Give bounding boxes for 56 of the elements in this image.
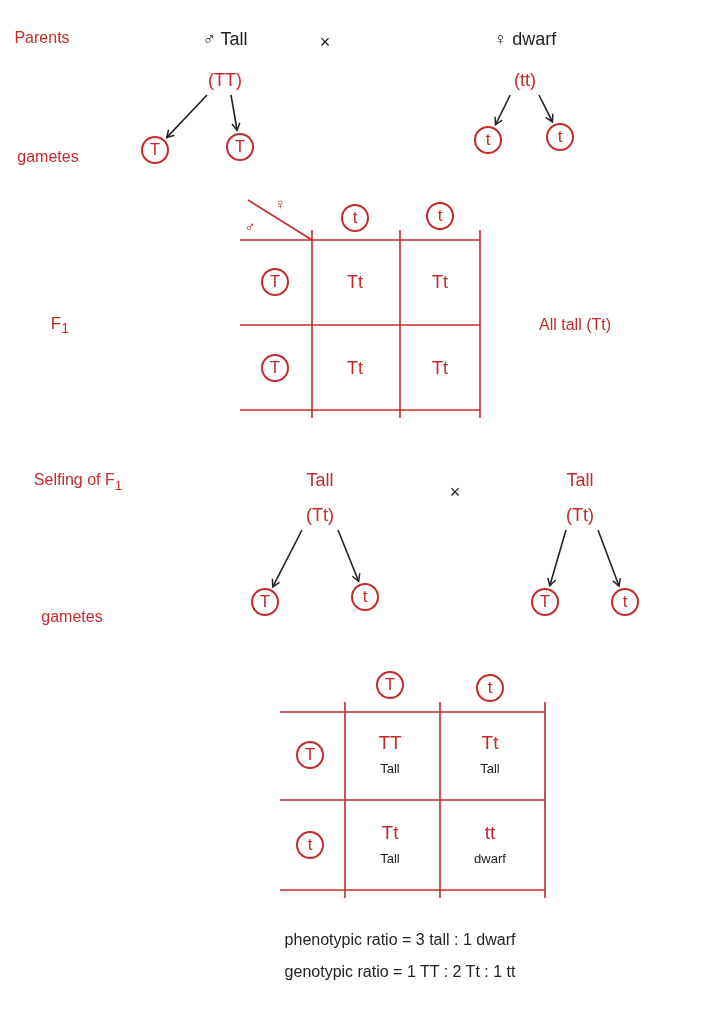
ratio-text: phenotypic ratio = 3 tall : 1 dwarf [284,931,516,949]
genotype-text: Tt [432,357,448,379]
allele-circle: t [296,831,324,859]
allele-circle: T [251,588,279,616]
genotype-text: Tt [481,732,499,754]
allele-circle: t [611,588,639,616]
ratio-text: genotypic ratio = 1 TT : 2 Tt : 1 tt [284,963,516,981]
allele-circle: T [261,268,289,296]
arrow [538,94,554,123]
arrow [547,529,567,587]
genotype-text: tt [484,822,496,844]
allele-circle: T [226,133,254,161]
row-heading: Parents [14,29,70,47]
phenotype-text: Tall [480,760,500,776]
allele-circle: T [296,741,324,769]
genotype-text: (Tt) [566,505,594,526]
phenotype-text: Tall [306,470,334,491]
genotype-text: Tt [347,271,363,293]
arrow [230,94,241,132]
sex-symbol: ♂ [244,217,256,235]
row-heading: gametes [41,608,103,626]
allele-circle: t [426,202,454,230]
genotype-text: (Tt) [306,505,334,526]
arrow [337,529,361,583]
phenotype-text: dwarf [474,850,506,866]
allele-circle: T [141,136,169,164]
row-heading: gametes [17,148,79,166]
phenotype-text: ♂ Tall [202,29,248,50]
allele-circle: T [531,588,559,616]
allele-circle: t [341,204,369,232]
allele-circle: t [474,126,502,154]
allele-circle: T [261,354,289,382]
genotype-text: (TT) [208,70,242,91]
arrow [271,529,303,588]
allele-circle: t [351,583,379,611]
arrow [165,94,208,139]
sex-symbol: ♀ [274,194,286,212]
genotype-text: Tt [432,271,448,293]
cross-sign: × [319,31,331,53]
genotype-text: Tt [347,357,363,379]
genotype-text: TT [378,732,402,754]
phenotype-text: Tall [380,760,400,776]
arrow [597,529,622,587]
row-heading: Selfing of F$_{1}$ [33,471,123,493]
phenotype-text: Tall [380,850,400,866]
genotype-text: (tt) [514,70,536,91]
generation-label: F$_{1}$ [50,313,70,337]
allele-circle: t [546,123,574,151]
result-note: All tall (Tt) [539,316,611,334]
genotype-text: Tt [381,822,399,844]
phenotype-text: ♀ dwarf [493,29,557,50]
phenotype-text: Tall [566,470,594,491]
cross-sign: × [449,481,461,503]
allele-circle: T [376,671,404,699]
allele-circle: t [476,674,504,702]
arrow [494,94,511,126]
